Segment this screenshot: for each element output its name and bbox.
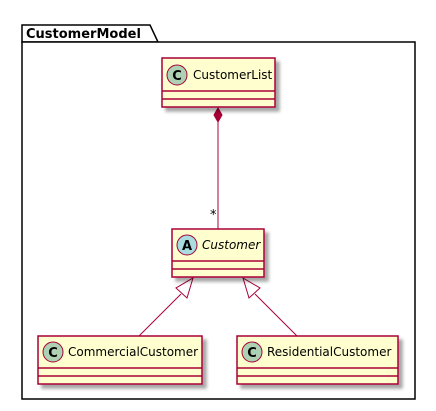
class-box bbox=[236, 335, 399, 385]
package-title: CustomerModel bbox=[26, 27, 141, 42]
class-customer[interactable]: A Customer bbox=[171, 228, 265, 278]
generalization-arrow-residential bbox=[242, 276, 261, 299]
class-box bbox=[37, 335, 203, 385]
class-icon bbox=[241, 341, 263, 363]
composition-diamond bbox=[213, 106, 223, 124]
generalization-arrow-commercial bbox=[175, 276, 194, 299]
edges: * bbox=[138, 106, 298, 337]
class-stereotype-letter: A bbox=[182, 239, 192, 254]
class-icon bbox=[42, 341, 64, 363]
class-name: Customer bbox=[202, 238, 261, 252]
generalization-edge-commercial bbox=[138, 293, 182, 337]
class-icon bbox=[166, 64, 188, 86]
multiplicity-label: * bbox=[210, 208, 217, 223]
class-stereotype-letter: C bbox=[48, 346, 58, 361]
class-name: CustomerList bbox=[193, 68, 273, 82]
abstract-class-icon bbox=[176, 234, 198, 256]
class-stereotype-letter: C bbox=[172, 69, 182, 84]
class-residential-customer[interactable]: C ResidentialCustomer bbox=[236, 335, 399, 385]
class-customer-list[interactable]: C CustomerList bbox=[161, 57, 276, 108]
class-stereotype-letter: C bbox=[247, 346, 257, 361]
generalization-edge-residential bbox=[254, 293, 298, 337]
class-name: CommercialCustomer bbox=[68, 345, 198, 359]
class-name: ResidentialCustomer bbox=[267, 345, 391, 359]
class-commercial-customer[interactable]: C CommercialCustomer bbox=[37, 335, 203, 385]
